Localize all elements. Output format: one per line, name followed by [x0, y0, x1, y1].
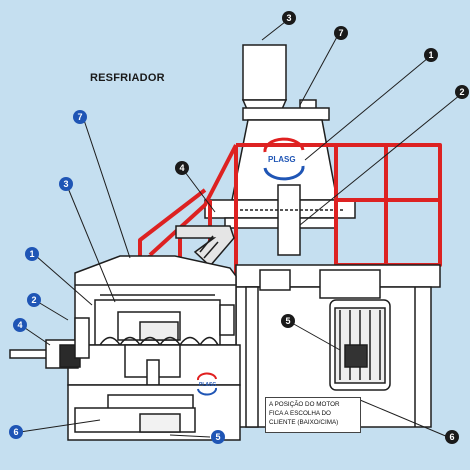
- callout-3-top-number: 3: [286, 13, 291, 23]
- transfer-pipe: [175, 225, 235, 268]
- callout-4-left: 4: [13, 318, 27, 332]
- motor-note-line-1: A POSIÇÃO DO MOTOR: [269, 401, 340, 408]
- cooler-base: [67, 344, 241, 441]
- callout-4-mid-number: 4: [179, 163, 184, 173]
- callout-2-left-number: 2: [31, 295, 36, 305]
- callout-1-top-number: 1: [428, 50, 433, 60]
- callout-7-left: 7: [73, 110, 87, 124]
- callout-6-bottom-right-number: 6: [449, 432, 454, 442]
- callout-5-bottom-number: 5: [215, 432, 220, 442]
- callout-7-top: 7: [334, 26, 348, 40]
- motor: [329, 299, 391, 391]
- callout-4-mid: 4: [175, 161, 189, 175]
- callout-5-right: 5: [281, 314, 295, 328]
- callout-7-left-number: 7: [77, 112, 82, 122]
- callout-3-top: 3: [282, 11, 296, 25]
- callout-2-top-number: 2: [459, 87, 464, 97]
- callout-6-left: 6: [9, 425, 23, 439]
- discharge-valve: [9, 317, 90, 369]
- callout-4-left-number: 4: [17, 320, 22, 330]
- callout-1-top: 1: [424, 48, 438, 62]
- callout-5-bottom: 5: [211, 430, 225, 444]
- motor-note-line-2: FICA A ESCOLHA DO: [269, 410, 331, 417]
- callout-3-left: 3: [59, 177, 73, 191]
- brand-label-lower: PLASG: [199, 382, 216, 388]
- leader-lines: [19, 21, 461, 438]
- callout-2-top: 2: [455, 85, 469, 99]
- callout-1-left-number: 1: [29, 249, 34, 259]
- motor-position-note: A POSIÇÃO DO MOTOR FICA A ESCOLHA DO CLI…: [265, 397, 361, 433]
- brand-label-upper: PLASG: [268, 155, 296, 164]
- callout-1-left: 1: [25, 247, 39, 261]
- callout-6-bottom-right: 6: [445, 430, 459, 444]
- callout-7-top-number: 7: [338, 28, 343, 38]
- callout-5-right-number: 5: [285, 316, 290, 326]
- upper-mixer: [204, 107, 356, 256]
- motor-note-line-3: CLIENTE (BAIXO/CIMA): [269, 419, 339, 426]
- diagram-title: RESFRIADOR: [90, 72, 165, 84]
- cooler-tank: [74, 255, 237, 347]
- callout-2-left: 2: [27, 293, 41, 307]
- callout-3-left-number: 3: [63, 179, 68, 189]
- plasg-logo-lower: PLASG: [197, 372, 217, 396]
- callout-6-left-number: 6: [13, 427, 18, 437]
